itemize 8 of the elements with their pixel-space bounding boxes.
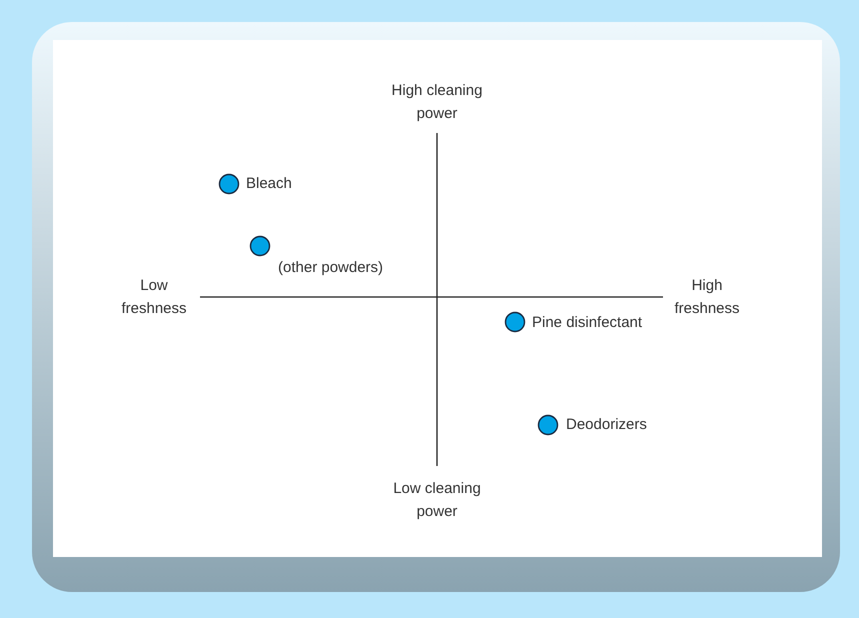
axis-label: High freshness [673, 276, 741, 319]
axis-label: Low cleaning power [392, 479, 482, 522]
point-label: Pine disinfectant [532, 313, 642, 333]
point-label: Bleach [246, 174, 292, 194]
axis-label: High cleaning power [390, 81, 484, 124]
point-label: Deodorizers [566, 415, 647, 435]
axis-label: Low freshness [120, 276, 188, 319]
point-label: (other powders) [278, 258, 384, 278]
